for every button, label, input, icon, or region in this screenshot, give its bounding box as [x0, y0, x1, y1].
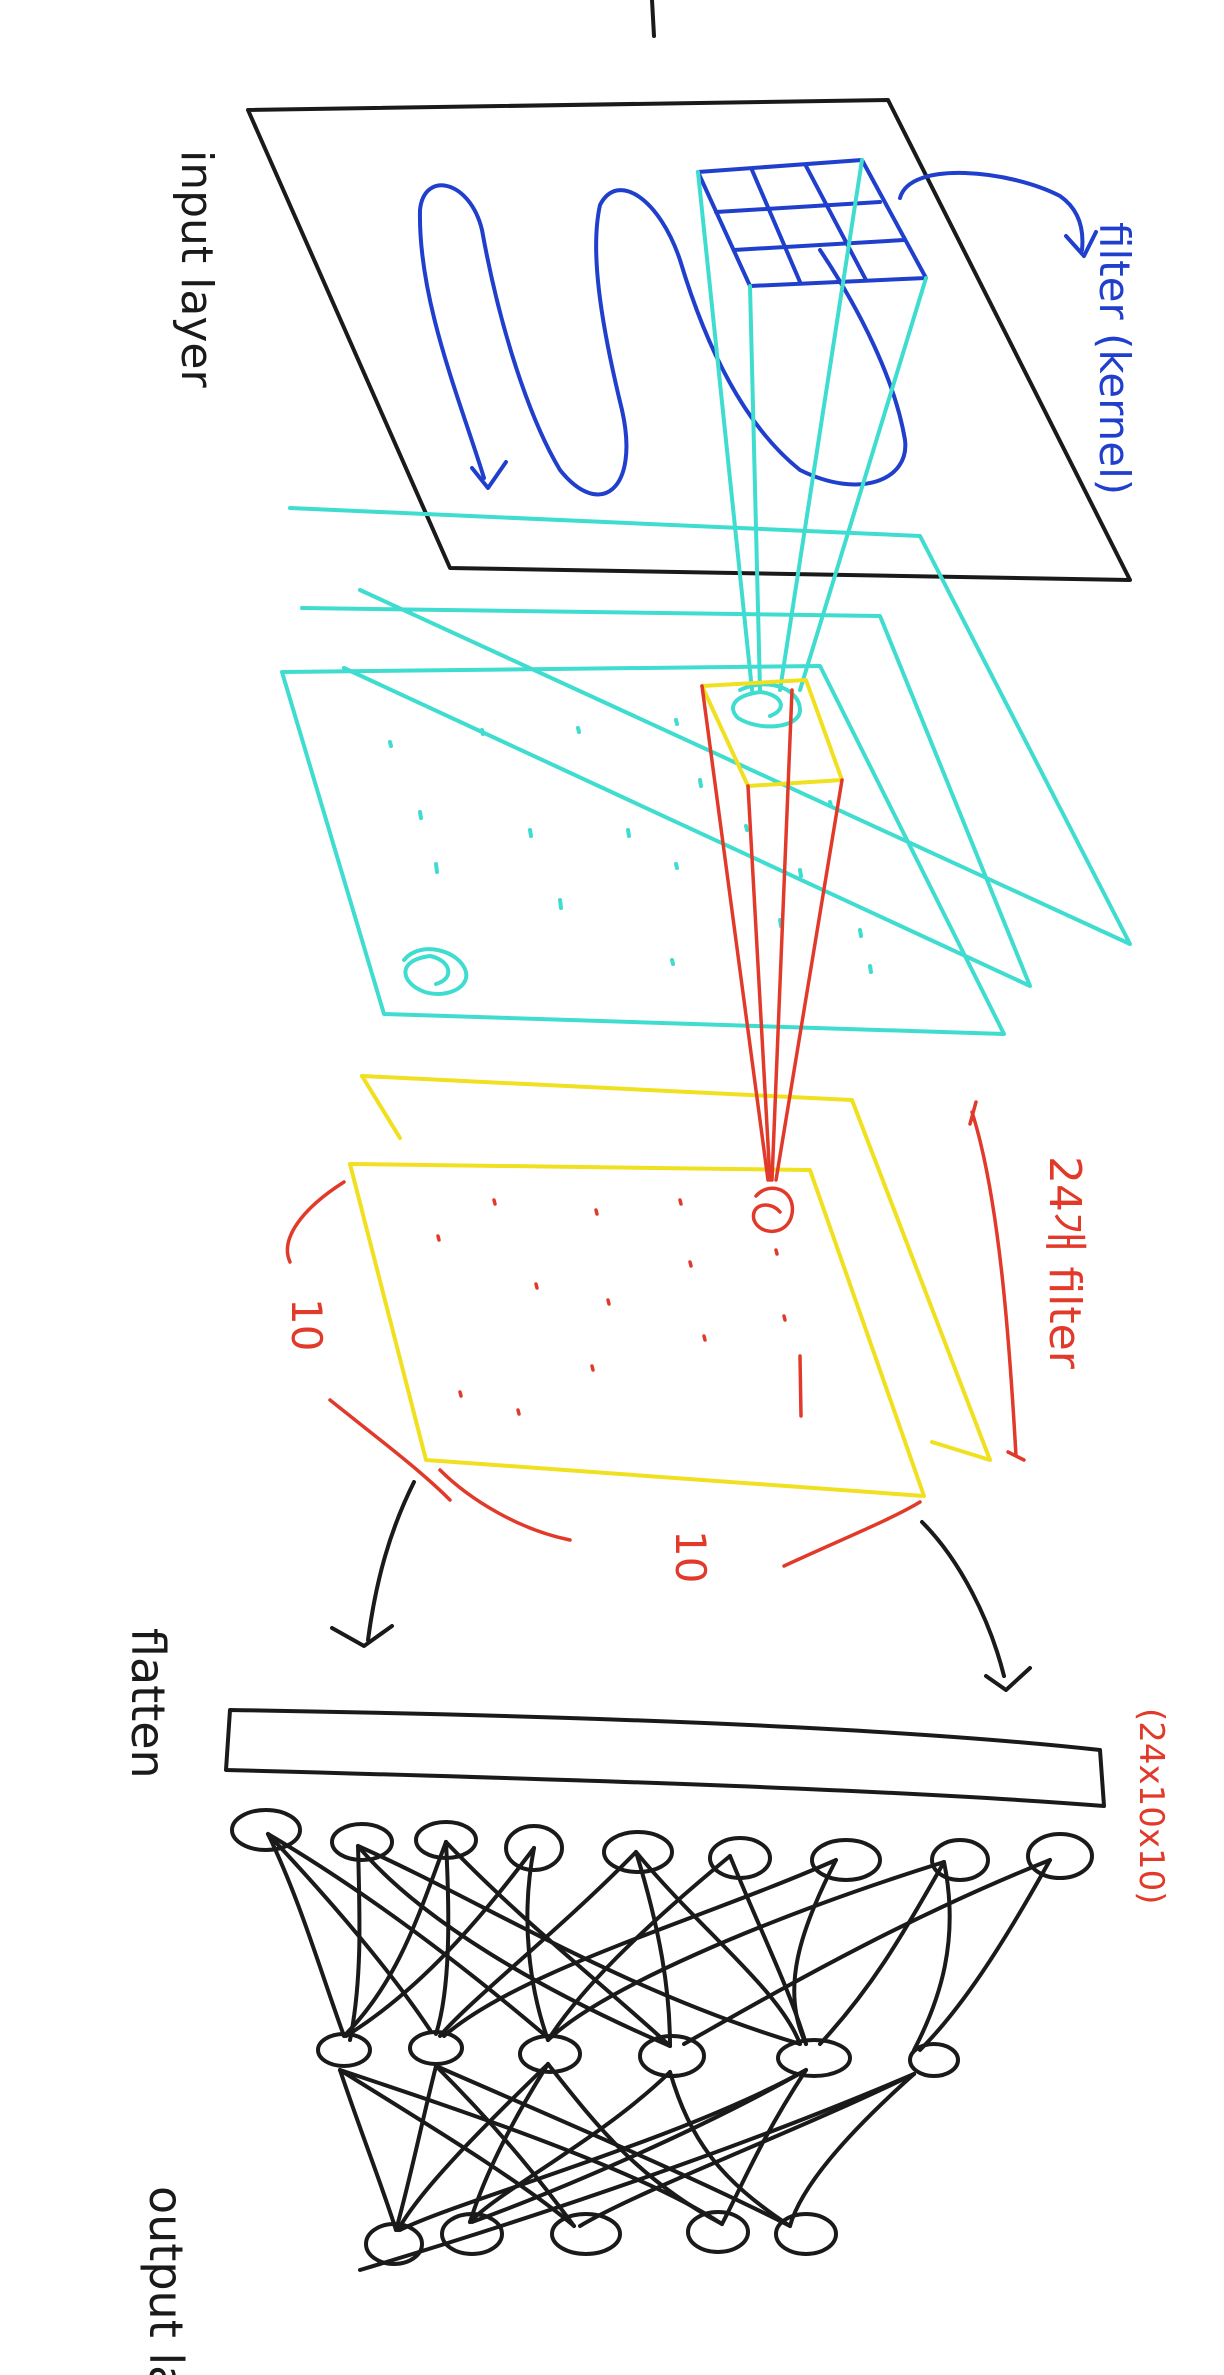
feature-map-circle-mark	[402, 947, 469, 996]
dim-bracket-left	[285, 1180, 452, 1502]
arrow-to-flatten-right-head	[984, 1666, 1032, 1692]
pooled-map-stack	[348, 678, 992, 1498]
output-node	[686, 2210, 750, 2254]
arrow-to-flatten-left	[366, 1480, 416, 1642]
output-node	[550, 2212, 622, 2256]
filter-count-bracket	[968, 1100, 1026, 1462]
flatten-size-label: (24x10x10)	[1131, 1708, 1171, 1905]
output-nodes[interactable]	[364, 2210, 838, 2266]
flatten-label: flatten	[121, 1628, 175, 1779]
pooled-map-dots[interactable]	[436, 1198, 803, 1418]
dim-label-b: 10	[666, 1530, 715, 1583]
connections-flatten-to-hidden	[266, 1832, 1052, 2052]
flatten-node	[602, 1830, 674, 1874]
flatten-nodes[interactable]	[230, 1808, 1094, 1882]
hidden-nodes[interactable]	[316, 2030, 960, 2078]
filter-kernel-label: filter (kernel)	[1090, 222, 1139, 495]
flatten-node	[414, 1820, 478, 1860]
pooling-lines	[700, 684, 844, 1182]
input-layer	[246, 98, 1132, 582]
scan-path-arrowhead	[470, 460, 508, 490]
scan-path-arrow	[417, 183, 908, 497]
pooled-map-back	[360, 1074, 992, 1462]
filter-pointer-arrowhead	[1064, 230, 1098, 258]
hidden-node	[908, 2042, 960, 2078]
hidden-node	[638, 2034, 706, 2078]
arrow-to-flatten-left-head	[330, 1624, 394, 1648]
feature-map-middle	[300, 606, 1032, 988]
flatten-node	[504, 1824, 564, 1872]
flatten-node	[1026, 1832, 1094, 1880]
hidden-node	[408, 2030, 464, 2066]
input-layer-label: input layer	[171, 150, 222, 388]
input-layer-plane	[246, 98, 1132, 582]
feature-map-output-blob	[731, 682, 802, 729]
flatten-bar	[224, 1708, 1106, 1808]
flatten-node	[230, 1808, 302, 1852]
output-node	[364, 2222, 424, 2266]
feature-map-dots[interactable]	[388, 718, 873, 974]
feature-map-front	[280, 664, 1006, 1036]
pooled-output-blob	[751, 1186, 795, 1234]
dim-bracket-bottom	[438, 1468, 922, 1568]
flatten-node	[708, 1836, 772, 1880]
hidden-node	[776, 2038, 852, 2078]
output-node	[440, 2212, 504, 2256]
receptive-field-lines	[696, 158, 928, 692]
flatten-node	[330, 1822, 394, 1862]
pooled-map-back-left	[360, 1074, 402, 1140]
hidden-node	[316, 2032, 372, 2068]
flatten-node	[930, 1838, 990, 1882]
filter-kernel-grid	[696, 158, 928, 288]
output-layer-label: output layer	[139, 2186, 193, 2375]
pooled-map-front	[348, 1162, 926, 1498]
top-edge-stroke	[650, 0, 656, 38]
dense-network	[230, 1808, 1094, 2272]
dim-label-a: 10	[282, 1298, 331, 1351]
hidden-node	[518, 2034, 582, 2074]
output-node	[774, 2212, 838, 2256]
connections-hidden-to-output	[338, 2062, 916, 2272]
filter-count-label: 24개 filter	[1039, 1156, 1090, 1370]
feature-map-stack	[280, 506, 1132, 1036]
arrow-to-flatten-right	[920, 1520, 1006, 1678]
feature-map-back	[288, 506, 1132, 946]
flatten-node	[810, 1838, 882, 1882]
filter-pointer-arrow	[898, 170, 1085, 252]
